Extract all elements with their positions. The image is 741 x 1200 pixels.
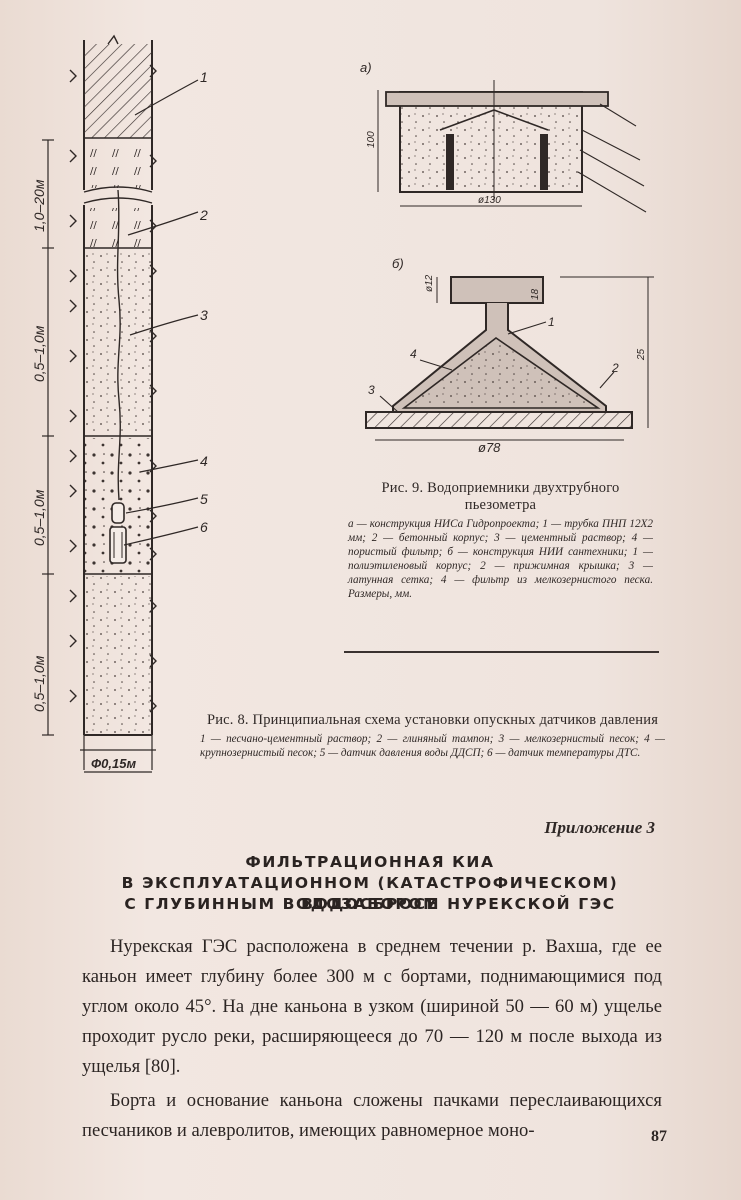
dim-depth-4: 0,5–1,0м: [31, 655, 47, 712]
appendix-label: Приложение 3: [544, 818, 655, 837]
fig9b-callout-1: 1: [548, 315, 555, 329]
figure-8-caption: Рис. 8. Принципиальная схема установки о…: [200, 712, 665, 760]
fig9b-callout-4: 4: [410, 347, 417, 361]
section-title-line-1: ФИЛЬТРАЦИОННАЯ КИА: [245, 853, 495, 871]
dim-diameter: Ф0,15м: [91, 756, 136, 771]
pressure-sensor: [111, 502, 125, 524]
fig8-callout-3: 3: [200, 307, 208, 323]
fig8-callout-2: 2: [199, 207, 208, 223]
figure-9-caption-title: Рис. 9. Водоприемники двухтрубного пьезо…: [381, 480, 620, 513]
fig9b-dim-neck: 18: [530, 288, 541, 300]
figure-8-caption-title: Рис. 8. Принципиальная схема установки о…: [206, 712, 659, 728]
dim-depth-3: 0,5–1,0м: [31, 489, 47, 546]
fig9b-dim-top: ø12: [424, 274, 435, 292]
page-number: 87: [651, 1128, 667, 1145]
fig9b-callout-2: 2: [611, 361, 619, 375]
figure-9-caption-legend: а — конструкция НИСа Гидропроекта; 1 — т…: [348, 518, 653, 600]
body-text: Нурекская ГЭС расположена в среднем тече…: [82, 932, 662, 1146]
fig9a-label: а): [360, 60, 372, 75]
fig8-callout-6: 6: [200, 519, 208, 535]
fig9b-dim-width: ø78: [478, 440, 501, 455]
figure-8-caption-legend: 1 — песчано-цементный раствор; 2 — глиня…: [200, 733, 665, 759]
dim-depth-1: 1,0–20м: [31, 179, 47, 232]
section-title-line-2: В ЭКСПЛУАТАЦИОННОМ (КАТАСТРОФИЧЕСКОМ) ВО…: [121, 874, 619, 913]
paragraph-2: Борта и основание каньона сложены пачкам…: [82, 1090, 662, 1141]
fig8-callout-4: 4: [200, 453, 208, 469]
fig9a-dim-height: 100: [366, 131, 377, 148]
fig9a-dim-width: ø130: [478, 195, 501, 206]
section-title-line-3: С ГЛУБИННЫМ ВОДОЗАБОРОМ НУРЕКСКОЙ ГЭС: [124, 895, 616, 913]
dim-depth-2: 0,5–1,0м: [31, 325, 47, 382]
paragraph-1: Нурекская ГЭС расположена в среднем тече…: [82, 936, 662, 1077]
fig8-callout-5: 5: [200, 491, 208, 507]
divider: [344, 651, 659, 653]
fig9b-dim-height: 25: [636, 348, 647, 361]
fig9b-label: б): [392, 256, 404, 271]
figure-9-caption: Рис. 9. Водоприемники двухтрубного пьезо…: [348, 480, 653, 601]
fig9b-callout-3: 3: [368, 383, 375, 397]
fig8-callout-1: 1: [200, 69, 208, 85]
